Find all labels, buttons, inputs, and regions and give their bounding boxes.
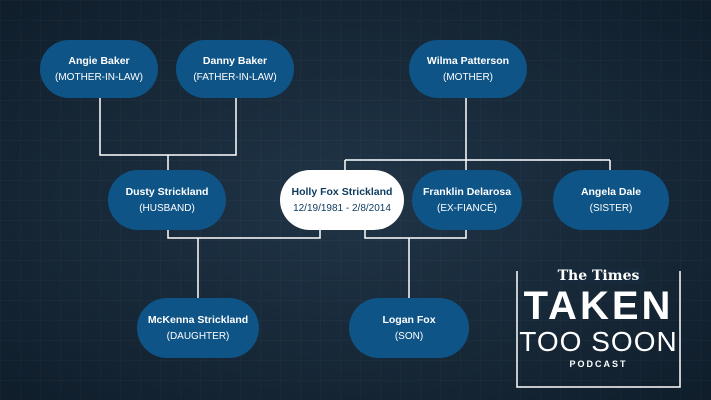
- person-name: Angie Baker: [68, 54, 130, 67]
- person-franklin-delarosa: Franklin Delarosa (EX-FIANCÉ): [412, 170, 522, 230]
- person-name: Wilma Patterson: [426, 54, 510, 67]
- logo-title-line1: TAKEN: [523, 284, 674, 328]
- person-danny-baker: Danny Baker (FATHER-IN-LAW): [176, 40, 294, 98]
- person-role: (DAUGHTER): [166, 330, 230, 342]
- connector-holly-franklin-to-logan: [364, 230, 467, 298]
- person-name: Franklin Delarosa: [422, 185, 512, 198]
- logo-title-line2: TOO SOON: [519, 326, 678, 357]
- person-name: Angela Dale: [580, 185, 642, 198]
- person-name: Logan Fox: [382, 313, 436, 326]
- connector-wilma-to-children: [344, 98, 611, 170]
- person-role: (MOTHER-IN-LAW): [55, 71, 143, 83]
- logo-subtitle: PODCAST: [569, 359, 628, 369]
- person-role: (EX-FIANCÉ): [437, 202, 497, 214]
- person-angela-dale: Angela Dale (SISTER): [553, 170, 669, 230]
- person-role: (FATHER-IN-LAW): [193, 71, 277, 83]
- connector-bakers-to-dusty: [99, 98, 237, 170]
- person-angie-baker: Angie Baker (MOTHER-IN-LAW): [40, 40, 158, 98]
- person-holly-fox-strickland: Holly Fox Strickland 12/19/1981 - 2/8/20…: [280, 170, 404, 230]
- person-logan-fox: Logan Fox (SON): [349, 298, 469, 358]
- person-role: (SISTER): [589, 202, 633, 214]
- person-wilma-patterson: Wilma Patterson (MOTHER): [409, 40, 527, 98]
- logo-brand: The Times: [516, 268, 681, 284]
- person-dates: 12/19/1981 - 2/8/2014: [293, 202, 391, 214]
- logo-frame: [516, 271, 681, 388]
- person-role: (MOTHER): [443, 71, 493, 83]
- podcast-logo: The Times TAKEN TOO SOON PODCAST: [516, 268, 681, 388]
- person-dusty-strickland: Dusty Strickland (HUSBAND): [108, 170, 226, 230]
- person-role: (HUSBAND): [139, 202, 195, 214]
- connector-dusty-holly-to-mckenna: [167, 230, 321, 298]
- person-name: Dusty Strickland: [125, 185, 209, 198]
- person-mckenna-strickland: McKenna Strickland (DAUGHTER): [137, 298, 259, 358]
- person-name: McKenna Strickland: [147, 313, 249, 326]
- person-role: (SON): [394, 330, 424, 342]
- person-name: Holly Fox Strickland: [291, 185, 393, 198]
- person-name: Danny Baker: [202, 54, 268, 67]
